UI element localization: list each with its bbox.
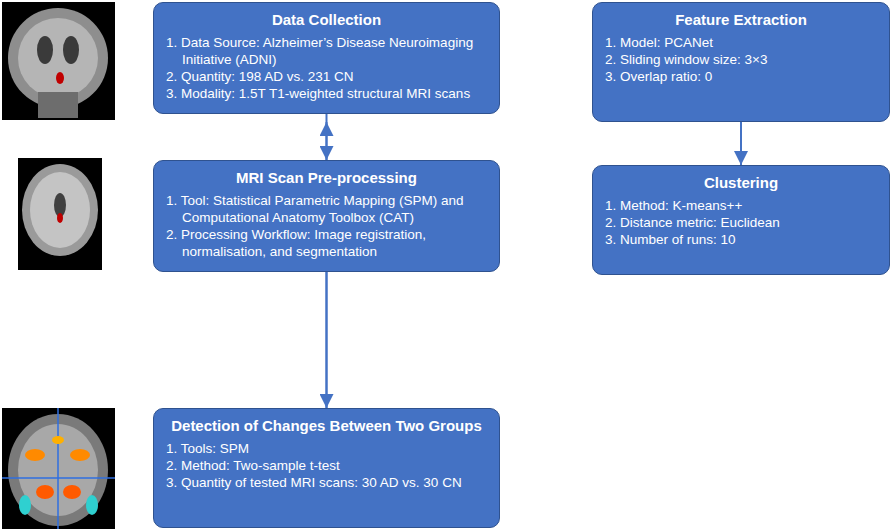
list-item: 1. Method: K-means++ [605,197,877,214]
box-heading: Feature Extraction [605,10,877,30]
box-heading: Data Collection [166,10,487,30]
box-heading: Detection of Changes Between Two Groups [166,416,487,436]
mri-thumbnails [0,0,130,531]
list-item: 1. Tool: Statistical Parametric Mapping … [166,192,487,227]
process-box: Feature Extraction 1. Model: PCANet2. Sli… [592,2,890,122]
list-item: 2. Processing Workflow: Image registrati… [166,226,487,261]
list-item: 3. Overlap ratio: 0 [605,68,877,85]
mri-normalised-scan [18,158,102,270]
list-item: 2. Quantity: 198 AD vs. 231 CN [166,68,487,85]
list-item: 3. Number of runs: 10 [605,231,877,248]
mri-raw-scan [2,2,115,120]
process-box: Data Collection 1. Data Source: Alzheimer… [153,2,500,114]
list-item: 3. Quantity of tested MRI scans: 30 AD v… [166,474,487,491]
list-item: 3. Modality: 1.5T T1-weighted structural… [166,85,487,102]
box-heading: MRI Scan Pre-processing [166,168,487,188]
list-item: 2. Method: Two-sample t-test [166,457,487,474]
process-box: MRI Scan Pre-processing 1. Tool: Statisti… [153,160,500,272]
box-heading: Clustering [605,173,877,193]
list-item: 2. Sliding window size: 3×3 [605,51,877,68]
process-box: Detection of Changes Between Two Groups 1… [153,408,500,528]
list-item: 1. Data Source: Alzheimer’s Disease Neur… [166,34,487,69]
list-item: 1. Model: PCANet [605,34,877,51]
mri-t-test-map [2,408,115,529]
flow-arrow [740,122,742,165]
process-box: Clustering 1. Method: K-means++2. Distanc… [592,165,890,275]
list-item: 1. Tools: SPM [166,440,487,457]
list-item: 2. Distance metric: Euclidean [605,214,877,231]
